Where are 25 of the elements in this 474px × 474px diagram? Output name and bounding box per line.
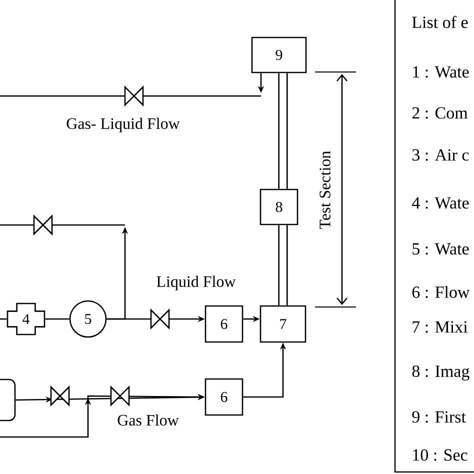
equipment-box: 7 (260, 305, 306, 343)
flow-label: Gas- Liquid Flow (66, 118, 180, 132)
list-entry: 5 : Wate (412, 243, 469, 255)
list-entry: 9 : First (412, 411, 466, 423)
pipe (278, 73, 288, 189)
list-entry: 3 : Air c (412, 149, 469, 161)
list-entry: 4 : Wate (412, 197, 469, 209)
list-entry: 10 : Sec (413, 449, 468, 461)
pipe (278, 225, 288, 306)
list-entry: 2 : Com (412, 107, 468, 119)
equipment-box: 6 (204, 305, 244, 343)
list-entry: 7 : Mixi (412, 321, 468, 333)
section-label: Test Section (320, 151, 330, 229)
equipment-box: 9 (251, 36, 307, 74)
flow-label: Liquid Flow (156, 276, 236, 290)
list-entry: 1 : Wate (413, 66, 469, 78)
list-entry: 6 : Flow (412, 286, 470, 298)
tank-box (0, 378, 16, 422)
flow-line (45, 318, 70, 320)
list-entry: List of e (412, 16, 468, 28)
flow-line (0, 318, 7, 320)
equipment-box: 8 (260, 188, 298, 226)
flow-label: Gas Flow (118, 414, 179, 426)
equipment-box: 6 (204, 378, 244, 416)
list-entry: 8 : Imag (412, 366, 470, 380)
